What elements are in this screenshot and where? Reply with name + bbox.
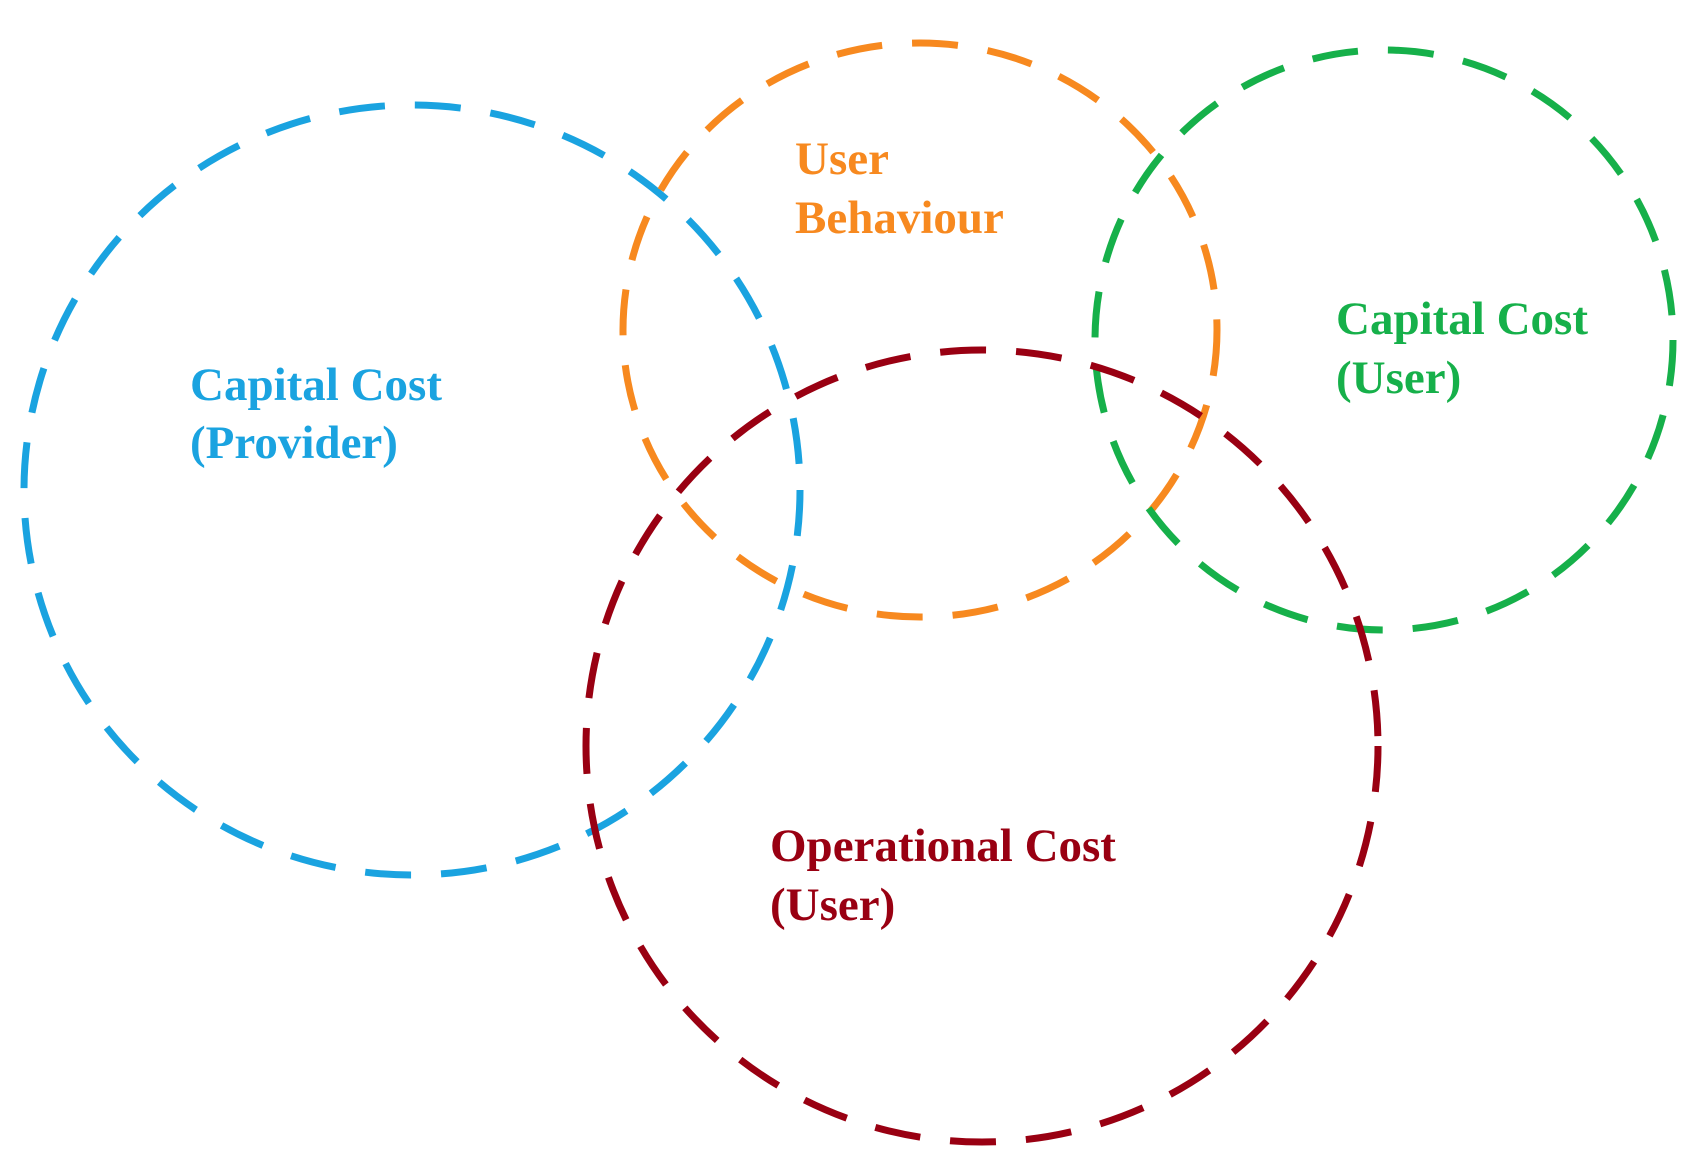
capital-cost-provider-circle <box>20 101 804 879</box>
operational-cost-user-label-line1: Operational Cost <box>770 820 1116 872</box>
operational-cost-user-label-line2: (User) <box>770 879 895 931</box>
user-behaviour-label: User Behaviour <box>795 133 1004 244</box>
user-behaviour-label-line2: Behaviour <box>795 192 1004 244</box>
capital-cost-user-label-line1: Capital Cost <box>1336 293 1588 345</box>
user-behaviour-circle <box>619 39 1221 621</box>
operational-cost-user-label: Operational Cost (User) <box>770 820 1128 931</box>
capital-cost-provider-label-line1: Capital Cost <box>190 359 442 411</box>
capital-cost-user-label: Capital Cost (User) <box>1336 293 1600 404</box>
operational-cost-user-circle <box>582 346 1382 1146</box>
user-behaviour-label-line1: User <box>795 133 888 185</box>
capital-cost-user-circle <box>1091 46 1677 634</box>
capital-cost-provider-label: Capital Cost (Provider) <box>190 359 454 469</box>
capital-cost-provider-label-line2: (Provider) <box>190 417 398 469</box>
capital-cost-user-label-line2: (User) <box>1336 352 1461 404</box>
